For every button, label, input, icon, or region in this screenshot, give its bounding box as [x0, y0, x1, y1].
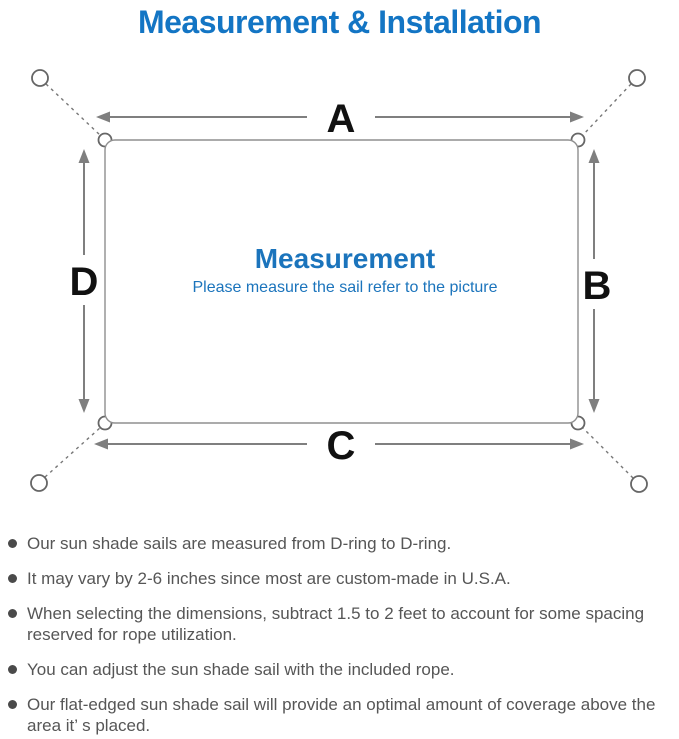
bullet-icon	[8, 574, 17, 583]
note-text: You can adjust the sun shade sail with t…	[27, 660, 455, 679]
bullet-icon	[8, 665, 17, 674]
bullet-icon	[8, 609, 17, 618]
label-side-c: C	[327, 424, 356, 468]
note-text: When selecting the dimensions, subtract …	[27, 604, 645, 644]
diagram-center-title: Measurement	[255, 243, 436, 274]
anchor-ring-top-right-icon	[628, 69, 646, 87]
bullet-icon	[8, 700, 17, 709]
label-side-b: B	[583, 264, 612, 308]
note-text: Our flat-edged sun shade sail will provi…	[27, 695, 656, 735]
sail-measurement-diagram: A B C D Measurement Please measure the s…	[30, 69, 648, 493]
dashed-connector-top-left-icon	[45, 83, 102, 137]
note-text: Our sun shade sails are measured from D-…	[27, 534, 452, 553]
note-item: You can adjust the sun shade sail with t…	[8, 659, 671, 680]
anchor-ring-top-left-icon	[31, 69, 49, 87]
anchor-ring-bottom-right-icon	[630, 475, 648, 493]
dashed-connector-bottom-right-icon	[581, 426, 634, 479]
dashed-connector-top-right-icon	[581, 83, 632, 137]
page-title: Measurement & Installation	[137, 4, 542, 40]
label-side-d: D	[70, 260, 99, 304]
dashed-connector-bottom-left-icon	[44, 426, 102, 478]
notes-list: Our sun shade sails are measured from D-…	[8, 533, 671, 739]
note-item: Our flat-edged sun shade sail will provi…	[8, 694, 671, 736]
diagram-center-note: Please measure the sail refer to the pic…	[192, 279, 497, 296]
anchor-ring-bottom-left-icon	[30, 474, 48, 492]
note-item: When selecting the dimensions, subtract …	[8, 603, 671, 645]
bullet-icon	[8, 539, 17, 548]
note-item: It may vary by 2-6 inches since most are…	[8, 568, 671, 589]
note-text: It may vary by 2-6 inches since most are…	[27, 569, 511, 588]
note-item: Our sun shade sails are measured from D-…	[8, 533, 671, 554]
sail-outline	[104, 139, 579, 424]
label-side-a: A	[327, 97, 356, 141]
